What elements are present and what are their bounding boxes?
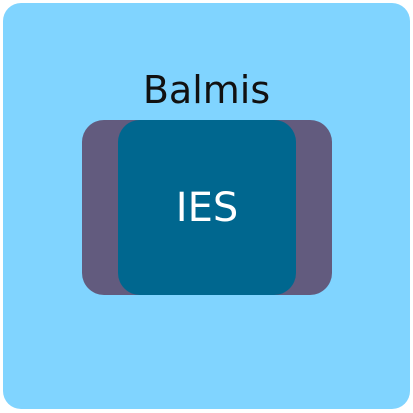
page-title: Balmis [142,68,271,112]
card-label: IES [175,184,239,231]
ies-card[interactable]: IES [118,120,296,295]
